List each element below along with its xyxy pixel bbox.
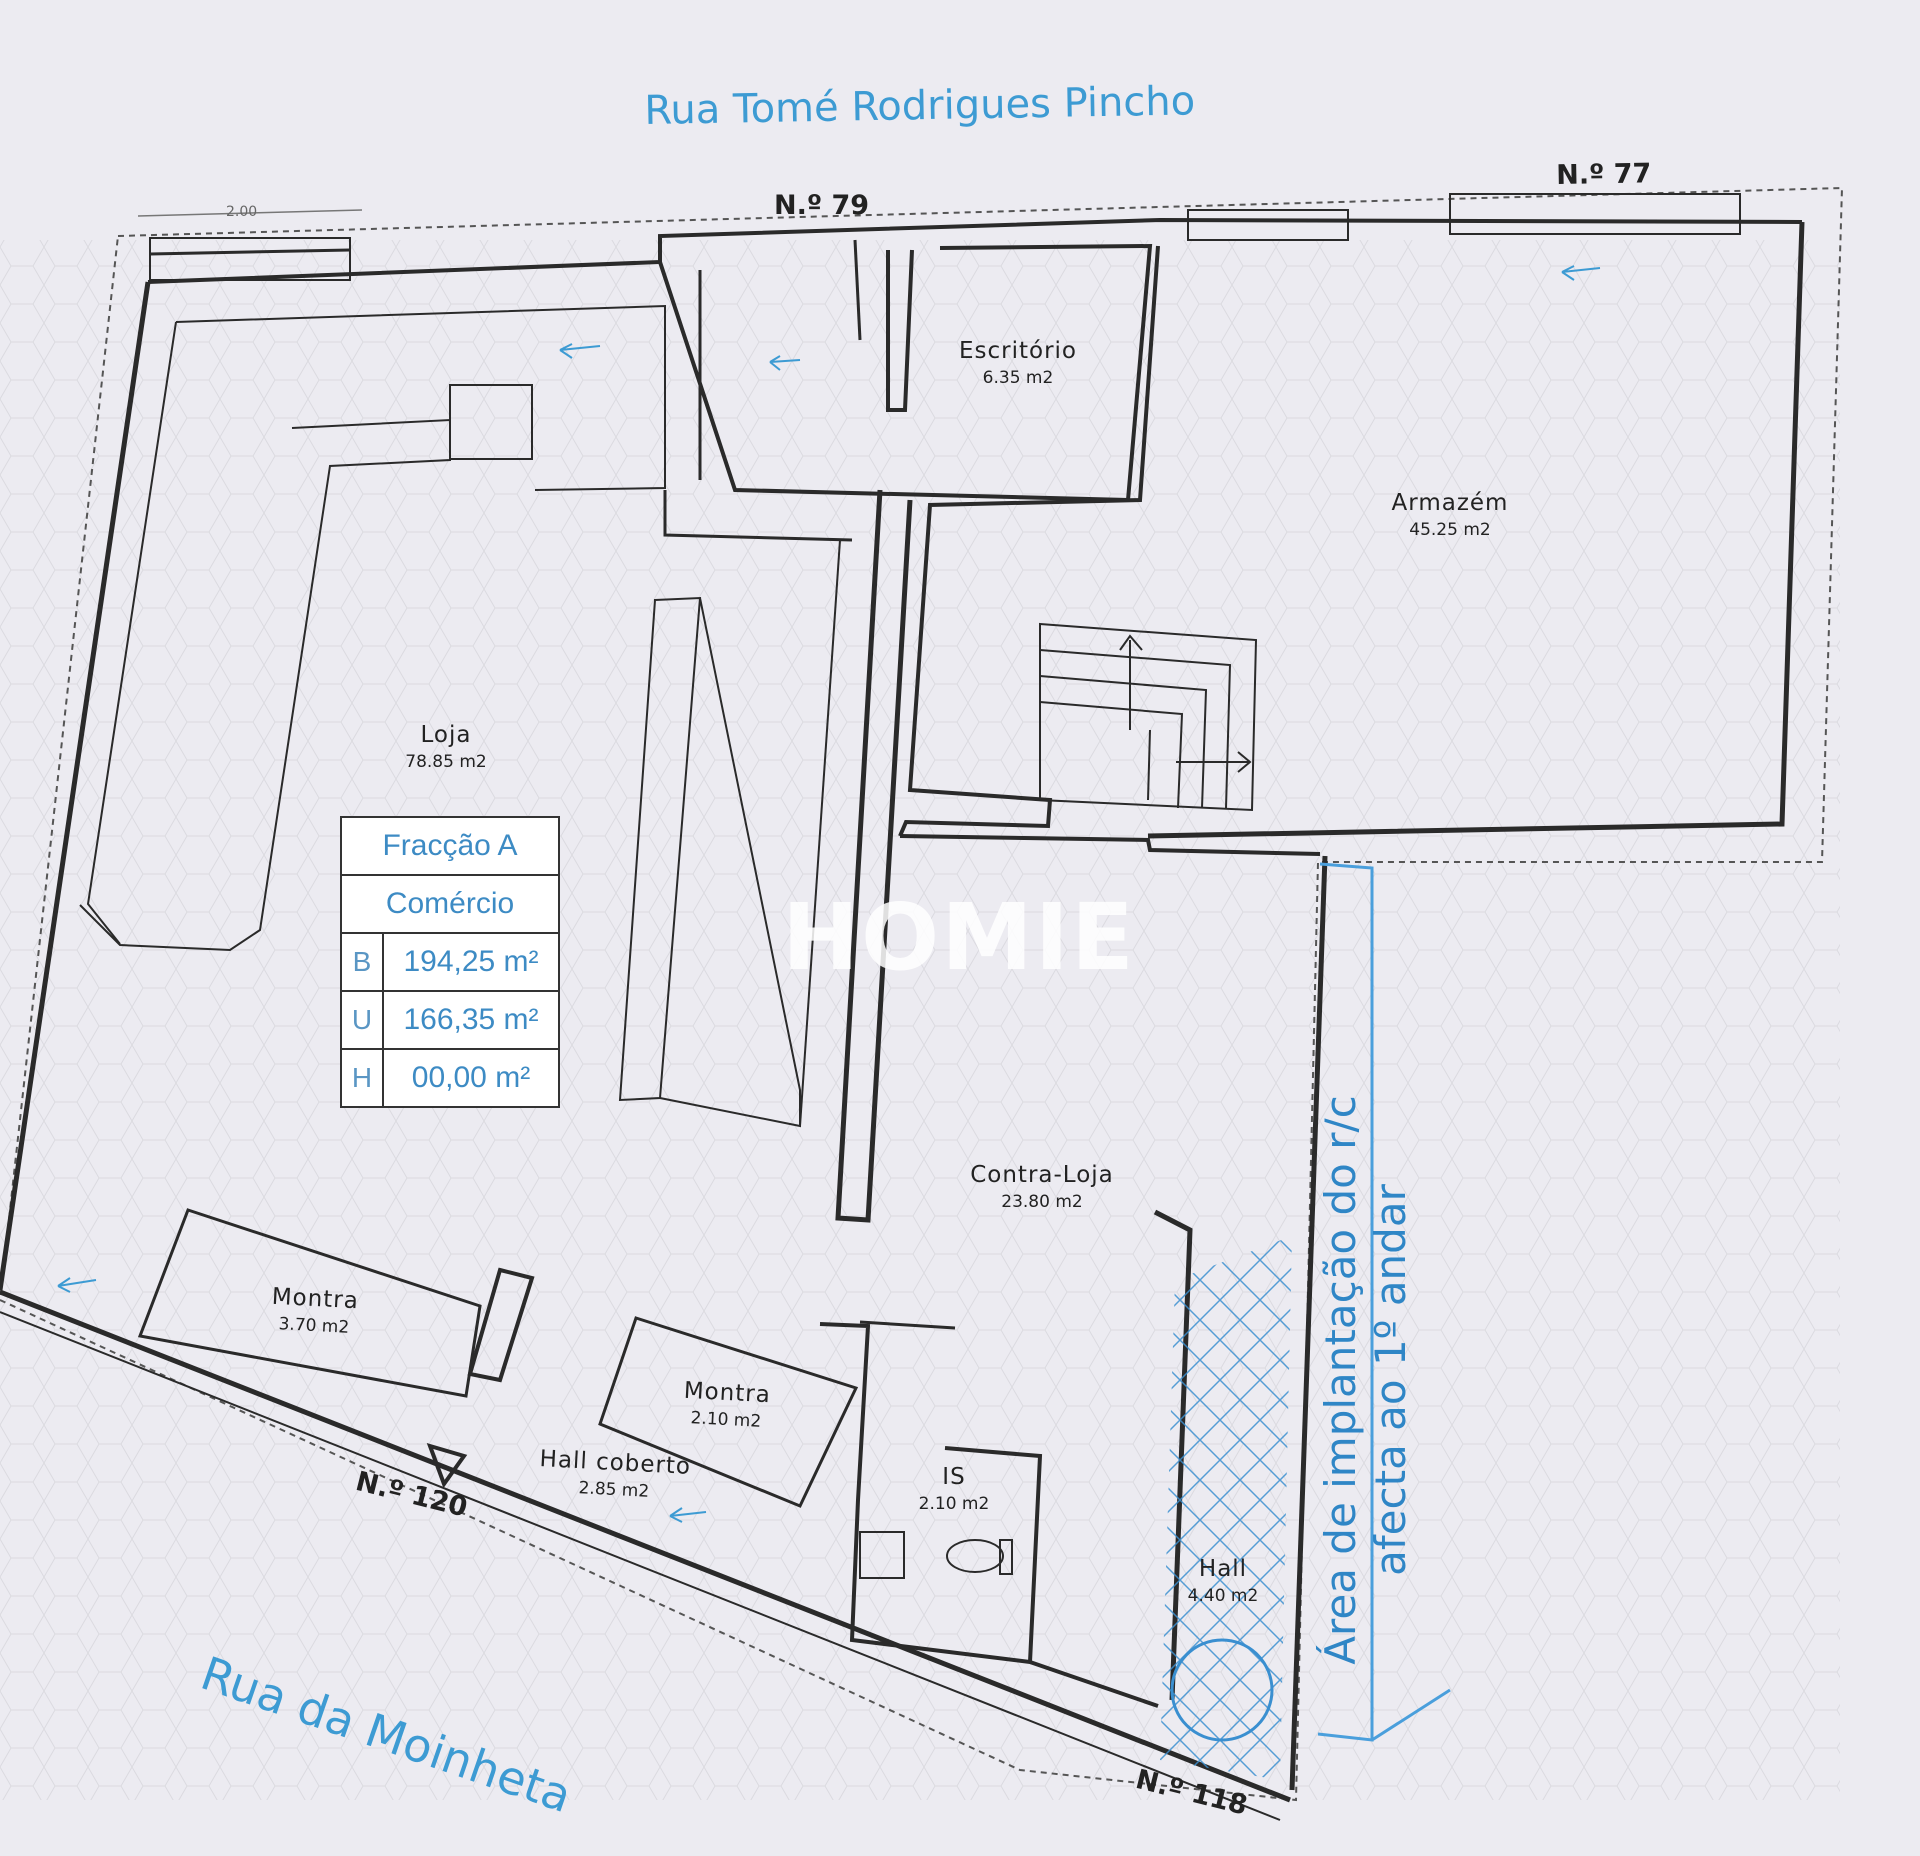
- room-label-montra-1: Montra 3.70 m2: [214, 1281, 416, 1341]
- side-note-line-1: Área de implantação do r/c: [1316, 1095, 1365, 1665]
- room-label-escritorio: Escritório 6.35 m2: [918, 338, 1118, 388]
- wall-warehouse-left: [898, 245, 1160, 837]
- fraction-table: Fracção A Comércio B 194,25 m² U 166,35 …: [340, 816, 560, 1108]
- room-name: Hall: [1198, 1556, 1248, 1582]
- room-area: 6.35 m2: [982, 368, 1054, 388]
- room-label-armazem: Armazém 45.25 m2: [1350, 490, 1550, 540]
- fraction-row-u: U 166,35 m²: [342, 992, 558, 1050]
- door-number-77: N.º 77: [1556, 158, 1652, 191]
- wall-right-warehouse: [1147, 221, 1805, 839]
- room-area: 45.25 m2: [1409, 520, 1491, 540]
- fraction-value: 194,25 m²: [403, 945, 539, 978]
- fraction-value: 00,00 m²: [411, 1061, 531, 1094]
- side-note-line-2: afecta ao 1º andar: [1366, 1184, 1415, 1576]
- level-markers: [57, 265, 1601, 1523]
- room-label-montra-2: Montra 2.10 m2: [626, 1375, 828, 1435]
- wall-street-bottom-2: [0, 1311, 1281, 1821]
- room-name: Loja: [420, 722, 472, 748]
- room-area: 2.10 m2: [918, 1494, 990, 1514]
- wc-sink: [859, 1531, 905, 1579]
- homie-watermark-logo: HOMIE: [782, 884, 1136, 991]
- wall-wc: [819, 1322, 1043, 1665]
- window-top-left: [149, 237, 351, 281]
- room-name: IS: [942, 1464, 966, 1490]
- fraction-row-b: B 194,25 m²: [342, 934, 558, 992]
- montra-box-2: [598, 1316, 859, 1508]
- fraction-use: Comércio: [342, 876, 558, 934]
- wall-top: [147, 217, 1803, 284]
- fraction-key: U: [342, 992, 384, 1048]
- wall-left: [0, 281, 151, 1291]
- hall-hatch: [1160, 1236, 1292, 1780]
- staircase: [1039, 622, 1258, 812]
- fraction-value: 166,35 m²: [403, 1003, 539, 1036]
- room-area: 78.85 m2: [405, 752, 487, 772]
- side-note-box: [1317, 862, 1374, 1742]
- room-label-wc: IS 2.10 m2: [884, 1464, 1024, 1514]
- street-name-top: Rua Tomé Rodrigues Pincho: [644, 78, 1196, 134]
- property-boundary: [0, 186, 1844, 1802]
- side-note-implantation: Área de implantação do r/c afecta ao 1º …: [1316, 1060, 1416, 1700]
- room-label-loja: Loja 78.85 m2: [346, 722, 546, 772]
- fraction-key: B: [342, 934, 384, 990]
- loja-counters: [79, 304, 841, 1128]
- room-name: Escritório: [958, 338, 1077, 364]
- floor-pattern: [0, 240, 1840, 1800]
- room-name: Armazém: [1391, 490, 1509, 516]
- fraction-title: Fracção A: [342, 818, 558, 876]
- door-number-79: N.º 79: [774, 190, 870, 221]
- wall-right-back: [1289, 855, 1328, 1791]
- montra-box-1: [137, 1208, 482, 1398]
- wall-street-bottom: [0, 1289, 1291, 1803]
- wc-toilet: [946, 1539, 1004, 1573]
- room-label-contra-loja: Contra-Loja 23.80 m2: [922, 1162, 1162, 1212]
- wall-central-spine: [835, 489, 913, 1223]
- dimension-label: 2.00: [226, 204, 258, 220]
- fraction-row-h: H 00,00 m²: [342, 1050, 558, 1106]
- room-name: Contra-Loja: [970, 1162, 1114, 1188]
- wall-contra-loja: [899, 834, 1321, 856]
- room-area: 4.40 m2: [1187, 1586, 1259, 1606]
- fraction-key: H: [342, 1050, 384, 1106]
- room-area: 23.80 m2: [1001, 1192, 1083, 1212]
- room-label-hall: Hall 4.40 m2: [1168, 1556, 1278, 1606]
